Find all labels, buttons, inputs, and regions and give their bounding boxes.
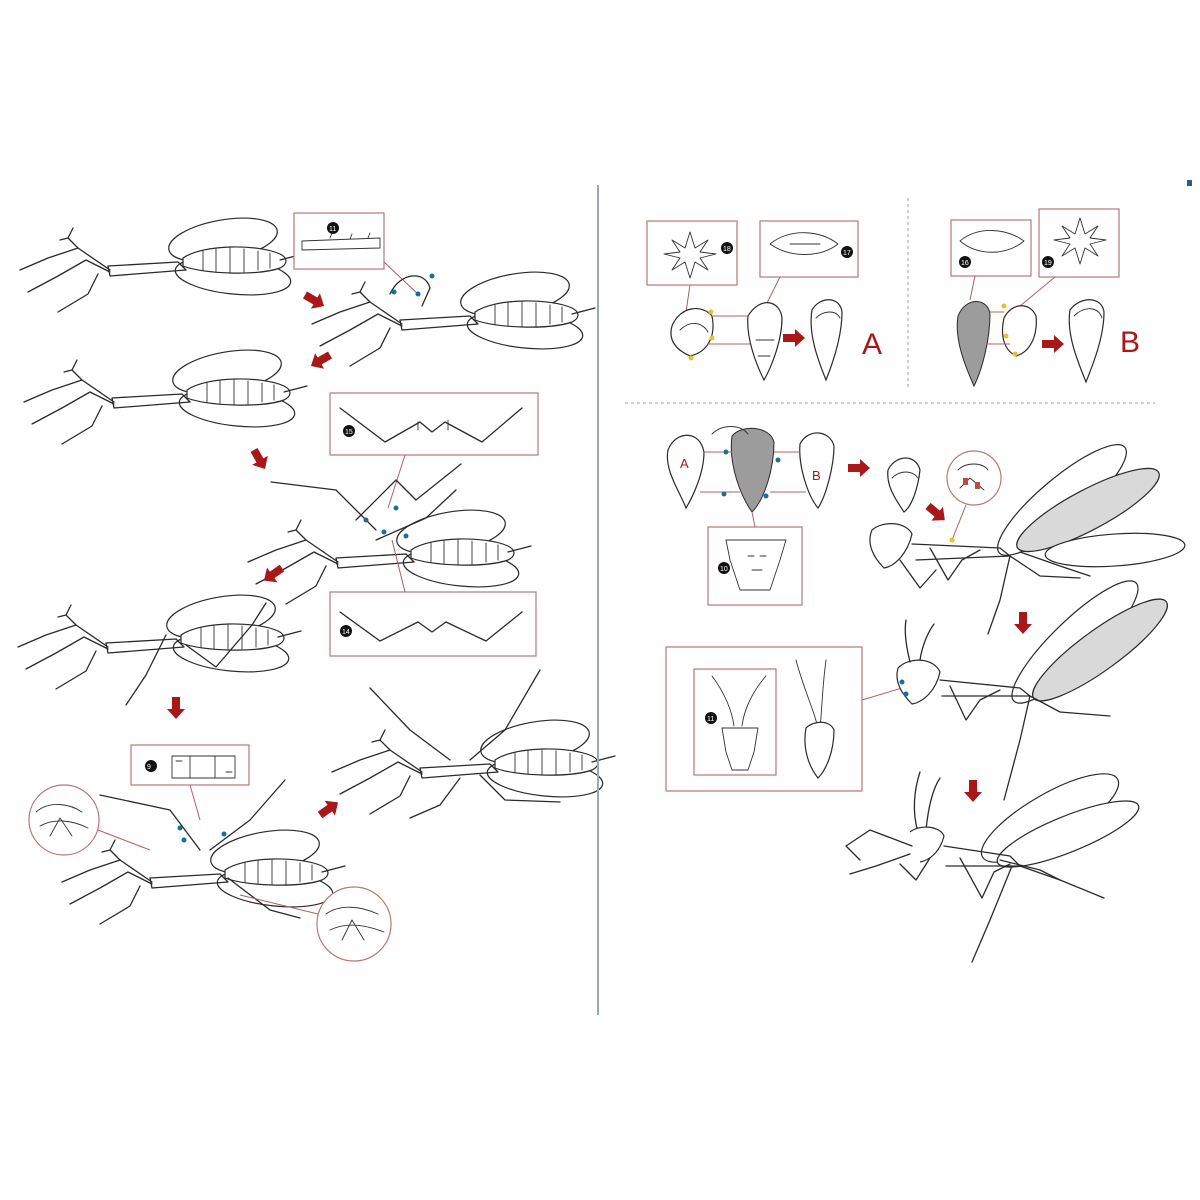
head-half-right (1001, 305, 1037, 357)
head-half-left (670, 308, 714, 357)
arrow-down-left-icon (306, 347, 335, 374)
arrow-down-left-icon (258, 560, 288, 588)
arrow-down-icon (922, 499, 951, 528)
head-cone-grey (956, 301, 991, 388)
svg-text:17: 17 (843, 250, 851, 257)
callout-leg-part-2: 14 (329, 539, 537, 657)
arrow-right-icon (848, 459, 870, 477)
left-page: 11 15 (17, 210, 616, 962)
svg-text:14: 14 (342, 629, 350, 636)
mantis-head-attached (869, 444, 1186, 635)
svg-text:19: 19 (1044, 260, 1052, 267)
label-b-small: B (812, 468, 821, 483)
mantis-antenna-attached (896, 580, 1168, 801)
arrow-right-icon (314, 795, 344, 823)
callout-leg-part-1: 15 (329, 392, 539, 509)
mantis-step-1 (19, 210, 304, 313)
mantis-step-2 (311, 264, 596, 367)
mantis-step-5 (17, 587, 302, 706)
svg-text:18: 18 (723, 246, 731, 253)
mantis-step-3 (23, 342, 308, 445)
panel-letter-b: B (1120, 326, 1140, 359)
svg-text:15: 15 (345, 429, 353, 436)
callout-neck-part: 9 (130, 744, 250, 821)
flower-part-icon (663, 231, 717, 279)
arrow-right-icon (1042, 335, 1064, 353)
svg-text:11: 11 (329, 226, 336, 233)
arrow-down-icon (246, 445, 273, 474)
zoom-circle-right (239, 886, 392, 962)
arrow-down-left-icon (300, 287, 329, 314)
mantis-final (845, 771, 1140, 963)
right-page: 18 17 A (646, 208, 1186, 963)
panel-b: 16 19 B (950, 208, 1140, 388)
callout-thorax-part: 11 (293, 212, 421, 297)
head-cone-part (747, 302, 783, 382)
panel-a: 18 17 A (646, 220, 882, 382)
mantis-step-7 (331, 669, 616, 819)
svg-text:9: 9 (147, 764, 151, 771)
head-assembly: A B 10 (666, 426, 1002, 606)
assembled-head-a (810, 299, 843, 382)
assembled-head-b (1068, 299, 1105, 384)
arrow-down-icon (167, 697, 185, 719)
callout-antenna-part: 11 (665, 646, 903, 792)
mantis-step-4 (247, 463, 532, 605)
zoom-circle-left (28, 784, 151, 856)
mantis-step-6 (61, 779, 346, 925)
arrow-down-icon (964, 780, 982, 802)
svg-text:16: 16 (961, 260, 969, 267)
svg-text:10: 10 (720, 566, 728, 573)
page-corner-mark (1187, 180, 1192, 186)
panel-letter-a: A (862, 328, 882, 361)
arrow-down-icon (1014, 612, 1032, 634)
label-a-small: A (680, 456, 689, 471)
arrow-right-icon (783, 329, 805, 347)
svg-text:11: 11 (707, 716, 714, 723)
